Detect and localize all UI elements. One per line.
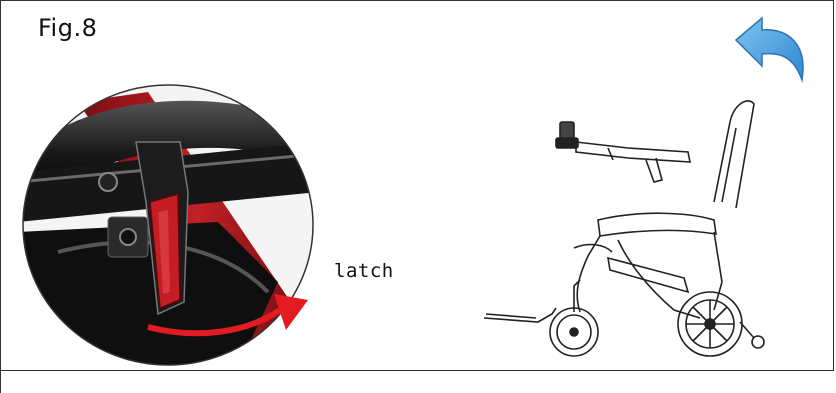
- latch-callout-label: latch: [334, 260, 394, 282]
- wheelchair-drawing: [478, 82, 778, 372]
- curved-back-arrow-icon: [732, 14, 812, 92]
- frame-edge: [0, 370, 1, 393]
- latch-detail-zoom: [18, 82, 318, 368]
- figure-label: Fig.8: [38, 14, 97, 42]
- back-arrow-button[interactable]: [732, 14, 812, 92]
